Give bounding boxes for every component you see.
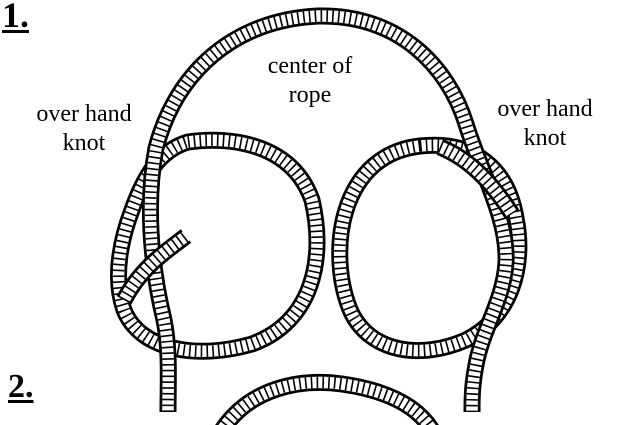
left-knot-label-line-1: over hand (10, 100, 158, 129)
step-2-number: 2. (8, 368, 34, 406)
center-of-rope-label: center of rope (248, 52, 372, 110)
right-knot-label-line-1: over hand (478, 95, 612, 124)
center-label-line-2: rope (248, 81, 372, 110)
step-2-rope-top (222, 382, 432, 425)
left-knot-label-line-2: knot (10, 129, 158, 158)
right-knot-label-line-2: knot (478, 124, 612, 153)
center-label-line-1: center of (248, 52, 372, 81)
step-1-number: 1. (2, 0, 29, 36)
left-knot-label: over hand knot (10, 100, 158, 158)
right-knot-label: over hand knot (478, 95, 612, 153)
